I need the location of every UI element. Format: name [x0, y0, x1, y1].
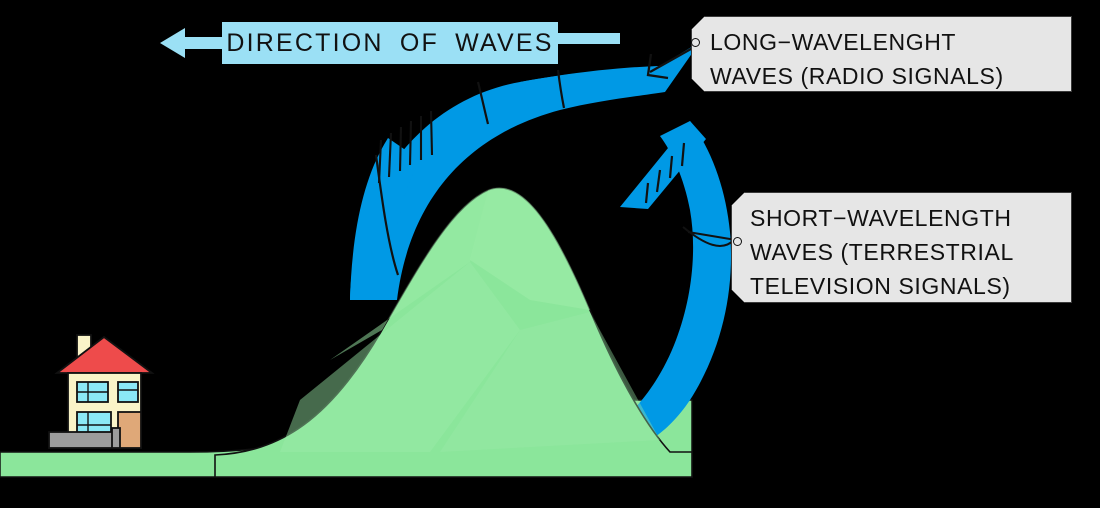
long-wavelength-wave-band	[350, 42, 700, 300]
short-wavelength-wave-band	[620, 121, 737, 437]
house-garden-wall	[48, 431, 114, 449]
house-gate-post	[111, 427, 121, 449]
long-wave-arrowhead-icon	[646, 43, 699, 80]
hill-facet-d	[440, 312, 660, 452]
house	[48, 334, 155, 449]
callout-long-line2: WAVES (RADIO SIGNALS)	[710, 63, 1004, 89]
direction-arrow	[160, 28, 620, 58]
callout-long-line1: LONG−WAVELENGHT	[710, 29, 957, 55]
callout-long-wavelength: LONG−WAVELENGHT WAVES (RADIO SIGNALS)	[691, 16, 1072, 92]
hill-facet-c	[280, 262, 520, 452]
callout-short-line2: WAVES (TERRESTRIAL	[750, 239, 1014, 265]
callout-short-connector-dot	[733, 237, 742, 246]
callout-short-line1: SHORT−WAVELENGTH	[750, 205, 1012, 231]
short-wave-descending-band	[628, 121, 732, 437]
direction-banner-tail-line	[558, 33, 620, 44]
short-wave-crest-ticks	[644, 142, 686, 204]
callout-short-line3: TELEVISION SIGNALS)	[750, 273, 1011, 299]
hill-layer	[214, 187, 693, 478]
house-door	[117, 411, 142, 449]
left-arrow-icon	[160, 28, 223, 58]
callout-short-wavelength: SHORT−WAVELENGTH WAVES (TERRESTRIAL TELE…	[731, 192, 1072, 303]
house-roof	[54, 335, 155, 374]
direction-of-waves-banner: DIRECTION OF WAVES	[222, 22, 558, 64]
long-wave-upper-lobe	[520, 42, 700, 113]
short-wave-leader-line	[687, 231, 737, 241]
direction-of-waves-label: DIRECTION OF WAVES	[226, 28, 554, 57]
short-wave-leader-curve	[682, 226, 735, 247]
long-wave-long-crest-lines	[374, 69, 566, 276]
callout-long-connector-dot	[691, 38, 700, 47]
house-window-upper-right	[117, 381, 139, 403]
hill-facet-b	[330, 190, 488, 360]
hill-facet-a	[470, 187, 590, 310]
